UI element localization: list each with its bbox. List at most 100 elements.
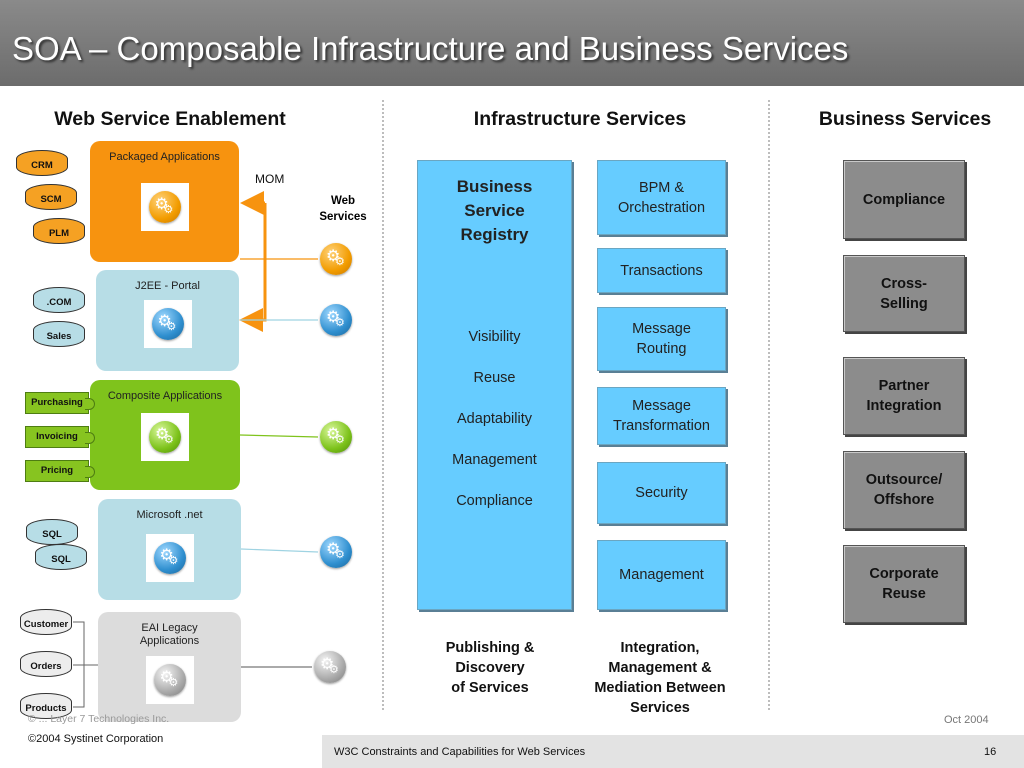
web-services-label: Web Services [310, 193, 376, 225]
puzzle-piece-icon: Purchasing [25, 392, 95, 414]
database-icon: SQL [26, 519, 78, 545]
puzzle-piece-icon: Invoicing [25, 426, 95, 448]
business-service-cross-selling: Cross- Selling [843, 255, 965, 332]
mom-bracket [239, 191, 267, 332]
column-header-web: Web Service Enablement [54, 108, 286, 130]
service-label-line: Routing [636, 341, 687, 357]
caption-line: Mediation Between [594, 680, 726, 696]
database-icon: Sales [33, 321, 85, 347]
footer-date: Oct 2004 [944, 714, 989, 726]
registry-item: Visibility [468, 329, 521, 345]
mom-label: MOM [255, 172, 285, 186]
registry-title-line: Registry [460, 225, 529, 244]
app-icon-frame [140, 183, 189, 231]
service-label-line: Transactions [620, 262, 703, 279]
legacy-bracket [73, 621, 100, 708]
box-title: EAI Legacy Applications [98, 622, 241, 648]
caption-line: Integration, [620, 640, 700, 656]
infra-service-bpm: BPM & Orchestration [597, 160, 726, 235]
app-icon-frame [143, 300, 192, 348]
business-service-registry: Business Service Registry Visibility Reu… [417, 160, 572, 610]
infra-service-transactions: Transactions [597, 248, 726, 293]
gear-blue-icon [320, 304, 352, 336]
j2ee-portal-box: J2EE - Portal [96, 270, 239, 371]
footer-overlap-text: © ... Layer 7 Technologies Inc. [28, 713, 170, 725]
box-title: Packaged Applications [109, 151, 220, 163]
service-label-line: Selling [880, 295, 928, 312]
database-icon: SCM [25, 184, 77, 210]
caption-line: Services [630, 700, 690, 716]
footer-page-number: 16 [984, 746, 997, 758]
service-label-line: Message [632, 321, 691, 337]
web-service-gear [320, 421, 352, 453]
service-label-line: Integration [866, 398, 942, 414]
box-title: J2EE - Portal [135, 280, 200, 292]
service-label-line: BPM & [638, 179, 685, 196]
service-label-line: Reuse [882, 586, 926, 602]
connector-line [240, 548, 319, 553]
composite-applications-box: Composite Applications [90, 380, 240, 490]
service-label-line: Compliance [862, 191, 946, 208]
gear-blue-icon [151, 308, 184, 340]
app-icon-frame [145, 534, 194, 582]
caption-line: Publishing & [445, 640, 535, 656]
database-icon: .COM [33, 287, 85, 313]
web-service-gear [320, 536, 352, 568]
gear-blue-icon [153, 542, 186, 574]
business-service-partner-integration: Partner Integration [843, 357, 965, 435]
footer-copyright: ©2004 Systinet Corporation [28, 733, 164, 745]
gear-blue-icon [320, 536, 352, 568]
gear-gray-icon [314, 651, 346, 683]
caption-integration: Integration, Management & Mediation Betw… [575, 638, 745, 718]
gear-orange-icon [320, 243, 352, 275]
database-icon: Orders [20, 651, 72, 677]
app-icon-frame [145, 656, 194, 704]
box-title-line: Applications [139, 635, 200, 647]
service-label-line: Corporate [869, 566, 939, 582]
service-label-line: Security [635, 485, 688, 501]
slide-title: SOA – Composable Infrastructure and Busi… [12, 30, 849, 67]
registry-item: Reuse [473, 370, 516, 386]
gear-green-icon [149, 421, 181, 453]
caption-line: Management & [608, 660, 712, 676]
column-header-business: Business Services [818, 108, 992, 130]
web-service-gear [314, 651, 346, 683]
service-label-line: Management [619, 567, 704, 583]
registry-item: Management [452, 452, 537, 468]
service-label-line: Cross- [881, 275, 927, 292]
caption-line: Discovery [455, 660, 525, 676]
business-service-outsource-offshore: Outsource/ Offshore [843, 451, 965, 529]
database-icon: SQL [35, 544, 87, 570]
box-title: Microsoft .net [136, 509, 203, 521]
packaged-applications-box: Packaged Applications [90, 141, 239, 262]
service-label-line: Message [632, 398, 691, 414]
web-services-label-line: Web [330, 195, 356, 207]
database-icon: Customer [20, 609, 72, 635]
infra-service-security: Security [597, 462, 726, 524]
business-service-compliance: Compliance [843, 160, 965, 239]
infra-service-message-routing: Message Routing [597, 307, 726, 371]
title-bar: SOA – Composable Infrastructure and Busi… [0, 0, 1024, 86]
database-icon: CRM [16, 150, 68, 176]
footer-doc-title: W3C Constraints and Capabilities for Web… [334, 746, 586, 758]
registry-item: Adaptability [457, 411, 532, 427]
caption-publishing: Publishing & Discovery of Services [420, 638, 560, 698]
registry-title: Business Service Registry [418, 175, 571, 247]
caption-line: of Services [451, 680, 529, 696]
footer-bar: W3C Constraints and Capabilities for Web… [322, 735, 1024, 768]
registry-item: Compliance [456, 493, 533, 509]
web-services-label-line: Services [319, 211, 367, 223]
microsoft-net-box: Microsoft .net [98, 499, 241, 600]
box-title: Composite Applications [107, 390, 223, 402]
infra-service-message-transformation: Message Transformation [597, 387, 726, 445]
registry-title-line: Service [464, 201, 525, 220]
database-icon: PLM [33, 218, 85, 244]
app-icon-frame [141, 413, 189, 461]
service-label-line: Partner [878, 378, 930, 394]
web-service-gear [320, 304, 352, 336]
service-label-line: Transformation [613, 418, 710, 434]
connector-line [239, 434, 319, 438]
column-divider-left [382, 100, 384, 710]
registry-items: Visibility Reuse Adaptability Management… [418, 317, 571, 522]
